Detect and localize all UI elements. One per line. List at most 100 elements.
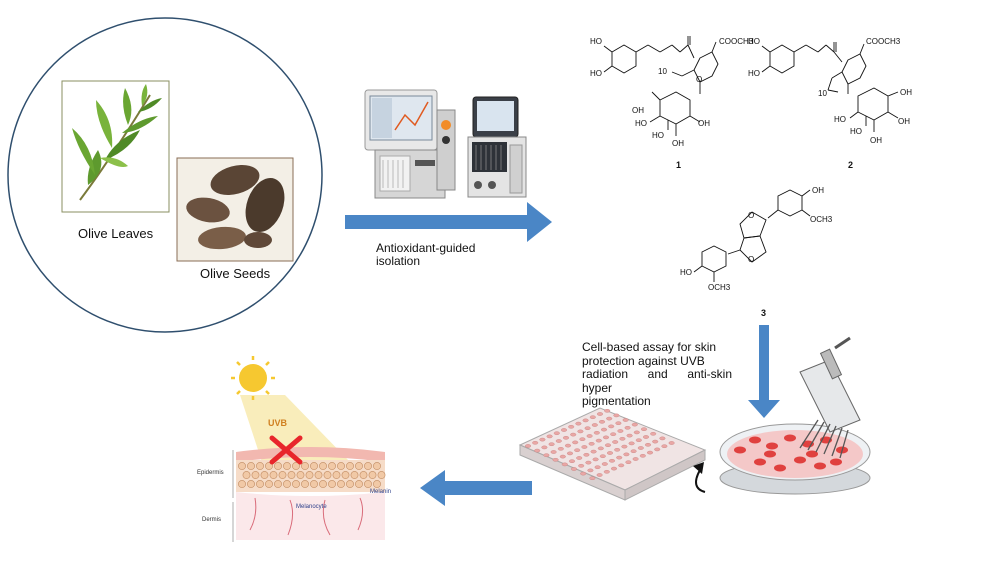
plate-well [599, 419, 606, 424]
plate-well [525, 444, 532, 448]
plate-well [559, 454, 566, 459]
plate-well [583, 452, 590, 457]
skin-cell [283, 480, 291, 488]
skin-cell [373, 480, 381, 488]
c1-ho2: HO [590, 69, 602, 78]
compound-1-structure [603, 36, 719, 136]
skin-cell [238, 480, 246, 488]
skin-cell [292, 462, 300, 470]
plate-well [567, 451, 574, 456]
c2-oh-ring3: OH [898, 117, 910, 126]
c1-oh-ring3: OH [698, 119, 710, 128]
well-plate-image [518, 407, 707, 501]
olive-seeds-label: Olive Seeds [200, 266, 271, 281]
plate-well [654, 447, 661, 452]
c1-10: 10 [658, 67, 667, 76]
epidermis-label: Epidermis [197, 470, 224, 476]
result-arrow [420, 470, 532, 506]
plate-well [631, 422, 638, 427]
plate-well [623, 452, 630, 457]
plate-well [588, 441, 595, 446]
cell-cluster [806, 450, 818, 458]
plate-well [597, 412, 604, 416]
hplc-instrument-image [364, 89, 527, 199]
plate-well [548, 442, 555, 447]
plate-well [579, 437, 586, 442]
c2-ho-ring: HO [834, 115, 846, 124]
skin-cell [341, 471, 350, 479]
plate-well [639, 453, 646, 458]
skin-cell [287, 471, 296, 479]
plate-well [626, 433, 633, 438]
c1-oh-ring: OH [672, 139, 684, 148]
plate-well [633, 430, 640, 435]
skin-cell [305, 471, 314, 479]
compound-3-structure [693, 189, 811, 282]
c1-ho-ring: HO [635, 119, 647, 128]
plate-well [576, 456, 583, 460]
plate-well [555, 439, 562, 443]
skin-cell [323, 471, 332, 479]
plate-well [612, 440, 619, 444]
plate-well [552, 457, 559, 462]
plate-well [565, 443, 572, 448]
cell-cluster [749, 436, 761, 444]
skin-cell [314, 471, 323, 479]
plate-well [610, 432, 617, 437]
plate-well [616, 455, 623, 460]
c2-oh6: OH [900, 88, 912, 97]
c3-o-bottom: O [748, 255, 754, 264]
plate-well [647, 450, 654, 455]
cell-cluster [830, 458, 842, 466]
plate-well [581, 445, 588, 449]
c1-oh6: OH [632, 106, 644, 115]
skin-cell [373, 462, 381, 470]
plate-well [607, 451, 614, 455]
plate-well [580, 471, 587, 476]
plate-well [601, 462, 608, 466]
skin-cell [364, 462, 372, 470]
assay-line2: protection against UVB [582, 353, 705, 368]
cross-icon [269, 435, 303, 465]
plate-well [591, 423, 598, 427]
compound-2-label: 2 [848, 160, 853, 170]
skin-cell [283, 462, 291, 470]
skin-cell [355, 480, 363, 488]
plate-well [589, 476, 596, 481]
plate-well [532, 440, 539, 445]
plate-well [589, 415, 596, 420]
plate-well [618, 463, 625, 468]
plate-well [595, 438, 602, 443]
c2-ho2: HO [748, 69, 760, 78]
skin-cell [319, 480, 327, 488]
plate-well [641, 427, 648, 432]
plate-well [668, 441, 675, 445]
plate-well [587, 468, 594, 473]
cell-cluster [764, 450, 776, 458]
skin-illustration [231, 356, 386, 542]
c2-ho-ring2: HO [850, 127, 862, 136]
c1-ho: HO [590, 37, 602, 46]
isolation-label-line1: Antioxidant-guided [376, 241, 476, 255]
plate-well [659, 436, 666, 441]
plate-well [624, 425, 631, 430]
c1-o: O [696, 75, 702, 84]
plate-well [614, 447, 621, 452]
skin-cell [368, 471, 377, 479]
plate-well [643, 435, 650, 439]
c3-o-top: O [748, 211, 754, 220]
sun-icon [231, 356, 275, 400]
plate-well [557, 446, 564, 451]
assay-line3: radiation and anti-skin hyper [582, 367, 732, 395]
plate-well [593, 430, 600, 435]
plate-well [635, 438, 642, 443]
cell-cluster [774, 464, 786, 472]
plate-well [553, 431, 560, 436]
compound-2-structure [761, 42, 899, 132]
skin-cell [359, 471, 368, 479]
skin-cell [301, 462, 309, 470]
plate-well [637, 446, 644, 450]
plate-well [534, 448, 541, 453]
plate-well [541, 445, 548, 450]
uvb-label: UVB [268, 418, 288, 428]
